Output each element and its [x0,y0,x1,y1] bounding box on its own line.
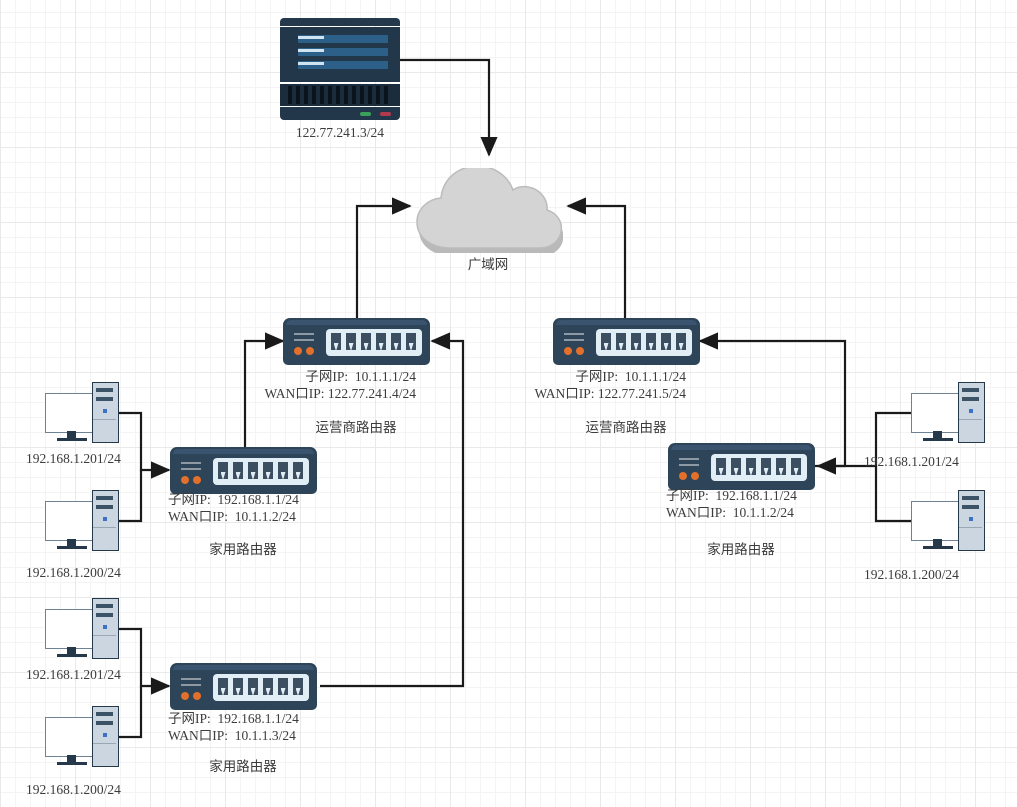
monitor-stand [933,539,942,546]
home-router-bottom-name-label: 家用路由器 [209,759,277,774]
power-led-icon [969,517,973,521]
isp-router-right-switch-icon[interactable] [553,318,700,365]
home-router-bottom-subnet-label: 子网IP: 192.168.1.1/24 [168,711,299,726]
wire-ispleft-to-cloud [355,197,412,320]
switch-top-edge [671,445,812,450]
switch-port-panel [213,674,309,701]
pc-tower [92,598,119,659]
power-led-icon [969,409,973,413]
switch-port-panel [596,329,692,356]
home-router-right-subnet-label: 子网IP: 192.168.1.1/24 [666,488,797,503]
switch-top-edge [173,665,314,670]
server-vent-grill [280,84,400,106]
led-icon [564,347,572,355]
monitor-stand [933,431,942,438]
cloud-label: 广域网 [467,257,509,272]
monitor-stand [67,431,76,438]
server-icon[interactable] [280,18,400,120]
server-ip-label: 122.77.241.3/24 [295,125,385,140]
led-icon [306,347,314,355]
home-router-right-name-label: 家用路由器 [707,542,775,557]
pc-tower [958,382,985,443]
home-router-left-subnet-label: 子网IP: 192.168.1.1/24 [168,492,299,507]
isp-router-left-name-label: 运营商路由器 [315,420,397,435]
home-router-left-wan-label: WAN口IP: 10.1.1.2/24 [168,509,296,524]
pc-tower [92,490,119,551]
pc-right-top-desktop-pc-icon[interactable] [911,382,985,444]
monitor-screen [911,501,965,541]
pc-right-bottom-desktop-pc-icon[interactable] [911,490,985,552]
isp-router-right-name-label: 运营商路由器 [585,420,667,435]
isp-router-left-subnet-label: 子网IP: 10.1.1.1/24 [305,369,416,384]
home-router-right-wan-label: WAN口IP: 10.1.1.2/24 [666,505,794,520]
switch-port-panel [326,329,422,356]
monitor-screen [45,717,99,757]
monitor-base [57,438,87,441]
monitor-base [57,762,87,765]
monitor-screen [911,393,965,433]
switch-port-panel [711,454,807,481]
home-router-left-name-label: 家用路由器 [209,542,277,557]
led-icon [576,347,584,355]
isp-router-right-subnet-label: 子网IP: 10.1.1.1/24 [575,369,686,384]
led-icon [679,472,687,480]
monitor-stand [67,539,76,546]
home-router-bottom-switch-icon[interactable] [170,663,317,710]
isp-router-left-wan-label: WAN口IP: 122.77.241.4/24 [264,386,417,401]
pc-tower [958,490,985,551]
monitor-base [923,546,953,549]
server-base [280,107,400,120]
pc-tower [92,706,119,767]
led-icon [193,476,201,484]
switch-top-edge [286,320,427,325]
home-router-right-switch-icon[interactable] [668,443,815,490]
isp-router-left-switch-icon[interactable] [283,318,430,365]
server-led-red-icon [380,112,391,116]
server-front-face [280,27,400,82]
monitor-stand [67,647,76,654]
led-icon [181,476,189,484]
home-router-left-switch-icon[interactable] [170,447,317,494]
pc-tower [92,382,119,443]
server-top-bar [280,18,400,26]
monitor-stand [67,755,76,762]
pc-left-bottom-ip-label: 192.168.1.200/24 [26,565,121,580]
switch-top-edge [556,320,697,325]
cloud-icon[interactable] [413,165,564,256]
monitor-base [57,546,87,549]
led-icon [181,692,189,700]
monitor-base [923,438,953,441]
server-led-green-icon [360,112,371,116]
switch-port-panel [213,458,309,485]
monitor-base [57,654,87,657]
led-icon [691,472,699,480]
led-icon [294,347,302,355]
pc-left-top-ip-label: 192.168.1.201/24 [26,451,121,466]
led-icon [193,692,201,700]
monitor-screen [45,609,99,649]
power-led-icon [103,517,107,521]
monitor-screen [45,501,99,541]
pc-lower-bottom-desktop-pc-icon[interactable] [45,706,119,768]
wire-ispright-to-cloud [566,197,627,320]
monitor-screen [45,393,99,433]
pc-lower-top-ip-label: 192.168.1.201/24 [26,667,121,682]
power-led-icon [103,625,107,629]
pc-right-bottom-ip-label: 192.168.1.200/24 [864,567,959,582]
power-led-icon [103,409,107,413]
power-led-icon [103,733,107,737]
isp-router-right-wan-label: WAN口IP: 122.77.241.5/24 [534,386,687,401]
pc-lower-bottom-ip-label: 192.168.1.200/24 [26,782,121,797]
home-router-bottom-wan-label: WAN口IP: 10.1.1.3/24 [168,728,296,743]
pc-lower-top-desktop-pc-icon[interactable] [45,598,119,660]
switch-top-edge [173,449,314,454]
pc-left-top-desktop-pc-icon[interactable] [45,382,119,444]
pc-left-bottom-desktop-pc-icon[interactable] [45,490,119,552]
pc-right-top-ip-label: 192.168.1.201/24 [864,454,959,469]
